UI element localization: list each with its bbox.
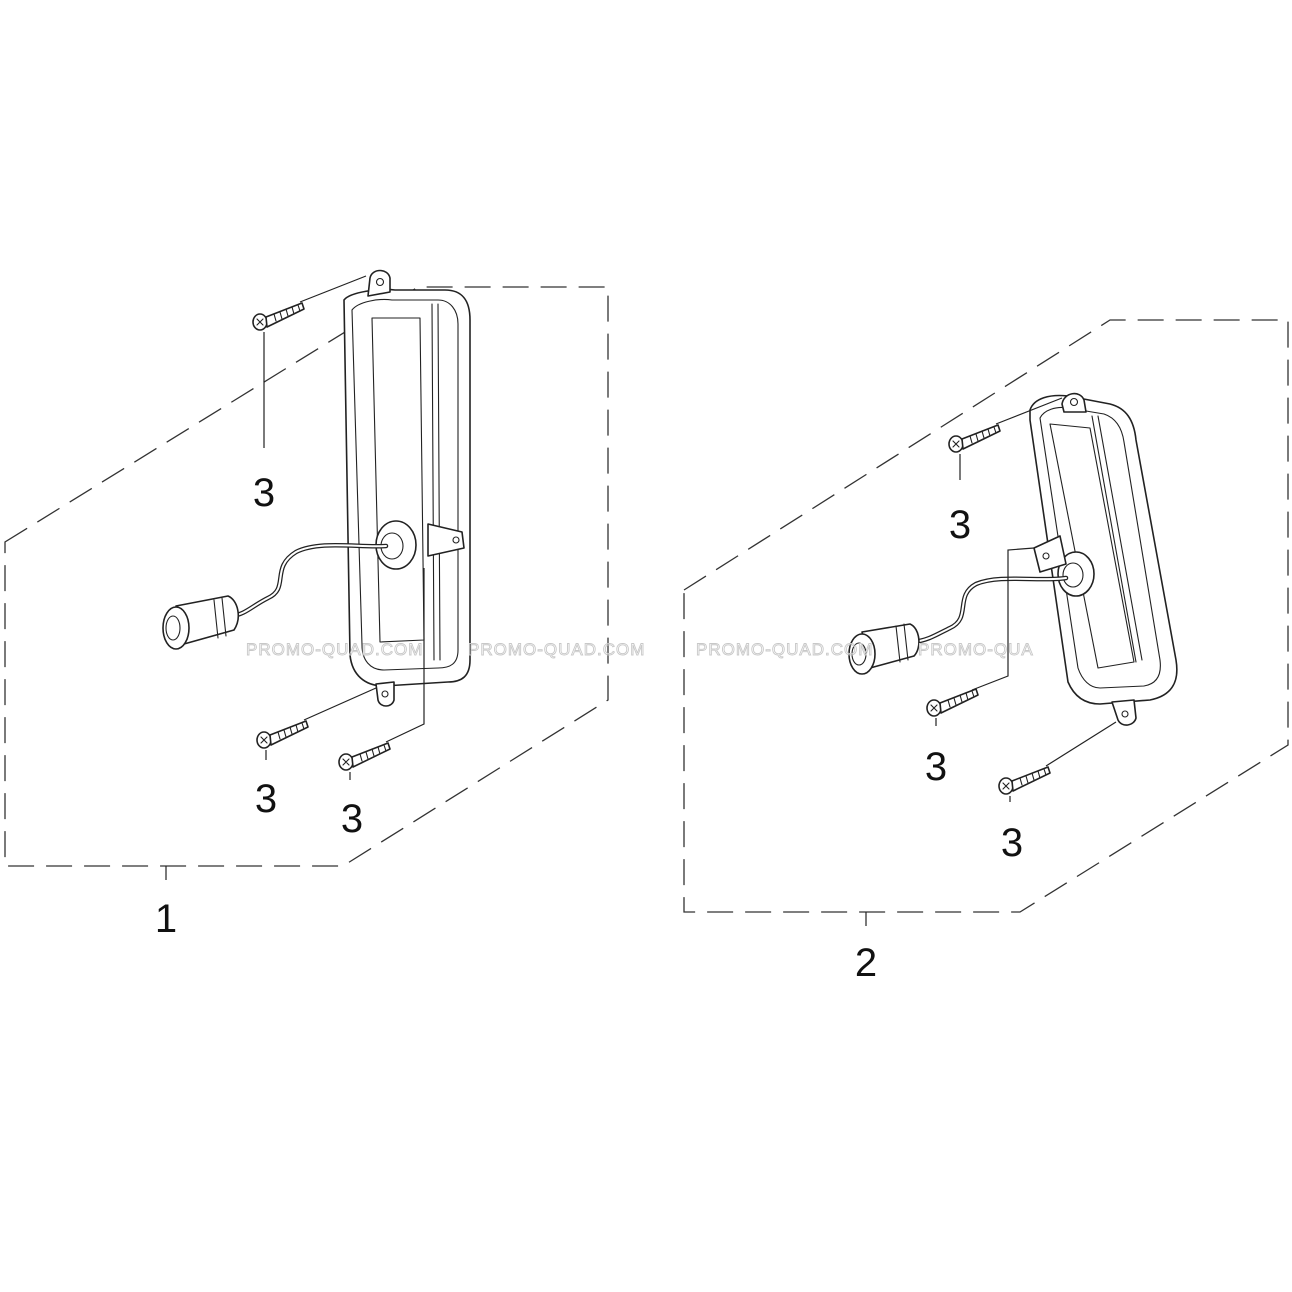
screw-2c-callout: 3 — [1001, 821, 1023, 865]
screw-2c: 3 — [998, 721, 1117, 865]
assembly-1-callout: 1 — [155, 897, 177, 941]
screw-1b-callout: 3 — [255, 777, 277, 821]
turn-signal-lamp-2 — [1029, 392, 1178, 726]
watermark: PROMO-QUAD.COM — [246, 640, 423, 659]
watermark: PROMO-QUAD.COM — [696, 640, 873, 659]
wire-harness-1 — [162, 543, 389, 650]
screw-2b: 3 — [925, 547, 1035, 789]
watermark-strip: PROMO-QUAD.COM PROMO-QUAD.COM PROMO-QUAD… — [246, 640, 1034, 660]
wire-harness-2 — [848, 575, 1069, 675]
screw-1b: 3 — [255, 687, 377, 821]
screw-2b-callout: 3 — [925, 745, 947, 789]
assembly-1: 1 — [4, 269, 609, 941]
screw-1c: 3 — [338, 568, 425, 841]
screw-1c-callout: 3 — [341, 797, 363, 841]
screw-2a: 3 — [948, 397, 1063, 547]
watermark: PROMO-QUA — [918, 640, 1034, 659]
assembly-2-callout: 2 — [855, 941, 877, 985]
screw-2a-callout: 3 — [949, 503, 971, 547]
watermark: PROMO-QUAD.COM — [468, 640, 645, 659]
assembly-1-boundary — [4, 286, 609, 867]
screw-1a-callout: 3 — [253, 471, 275, 515]
assembly-2: 2 — [683, 319, 1289, 985]
assembly-2-boundary — [683, 319, 1289, 913]
screw-1a: 3 — [252, 275, 367, 515]
